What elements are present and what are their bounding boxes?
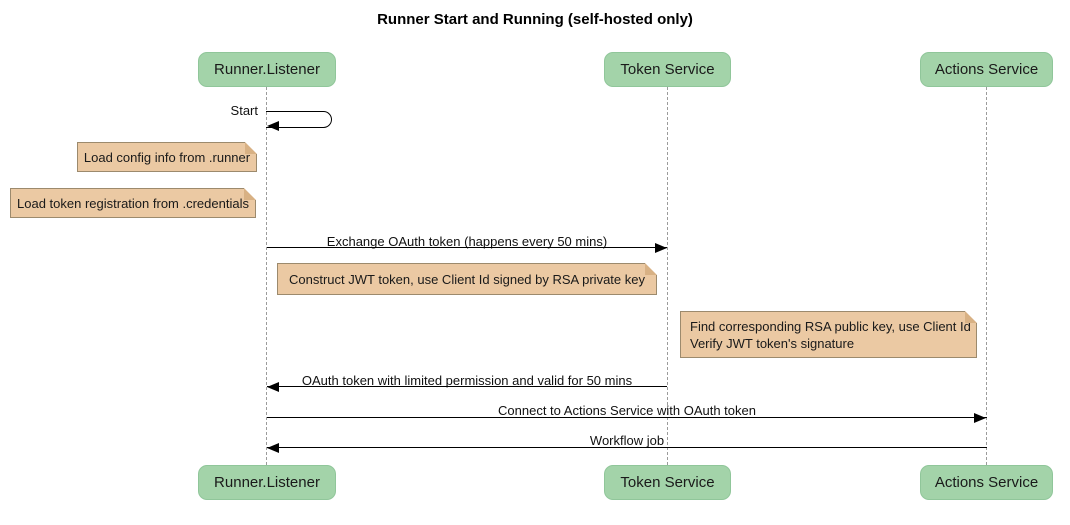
self-message-loop [266,111,332,128]
message-line [267,386,667,387]
arrowhead-left-icon [267,382,279,392]
arrowhead-left-icon [267,121,279,131]
note-load-token-registration: Load token registration from .credential… [10,188,256,218]
message-label-connect-actions: Connect to Actions Service with OAuth to… [498,403,756,418]
message-line [267,417,987,418]
note-verify-jwt: Find corresponding RSA public key, use C… [680,311,977,358]
message-label-workflow-job: Workflow job [589,433,665,448]
arrowhead-right-icon [974,413,986,423]
actor-bottom-token-service: Token Service [604,465,731,500]
message-line [267,447,987,448]
actor-top-runner-listener: Runner.Listener [198,52,336,87]
diagram-title: Runner Start and Running (self-hosted on… [377,11,693,28]
message-label-exchange-oauth: Exchange OAuth token (happens every 50 m… [326,234,608,249]
actor-top-token-service: Token Service [604,52,731,87]
actor-top-actions-service: Actions Service [920,52,1053,87]
lifeline-actions-service [986,87,987,465]
lifeline-token-service [667,87,668,465]
note-construct-jwt: Construct JWT token, use Client Id signe… [277,263,657,295]
lifeline-runner-listener [266,87,267,465]
actor-bottom-runner-listener: Runner.Listener [198,465,336,500]
arrowhead-left-icon [267,443,279,453]
message-label-start: Start [230,103,258,118]
note-load-config: Load config info from .runner [77,142,257,172]
arrowhead-right-icon [655,243,667,253]
message-line [267,247,667,248]
message-label-oauth-token: OAuth token with limited permission and … [301,373,633,388]
actor-bottom-actions-service: Actions Service [920,465,1053,500]
